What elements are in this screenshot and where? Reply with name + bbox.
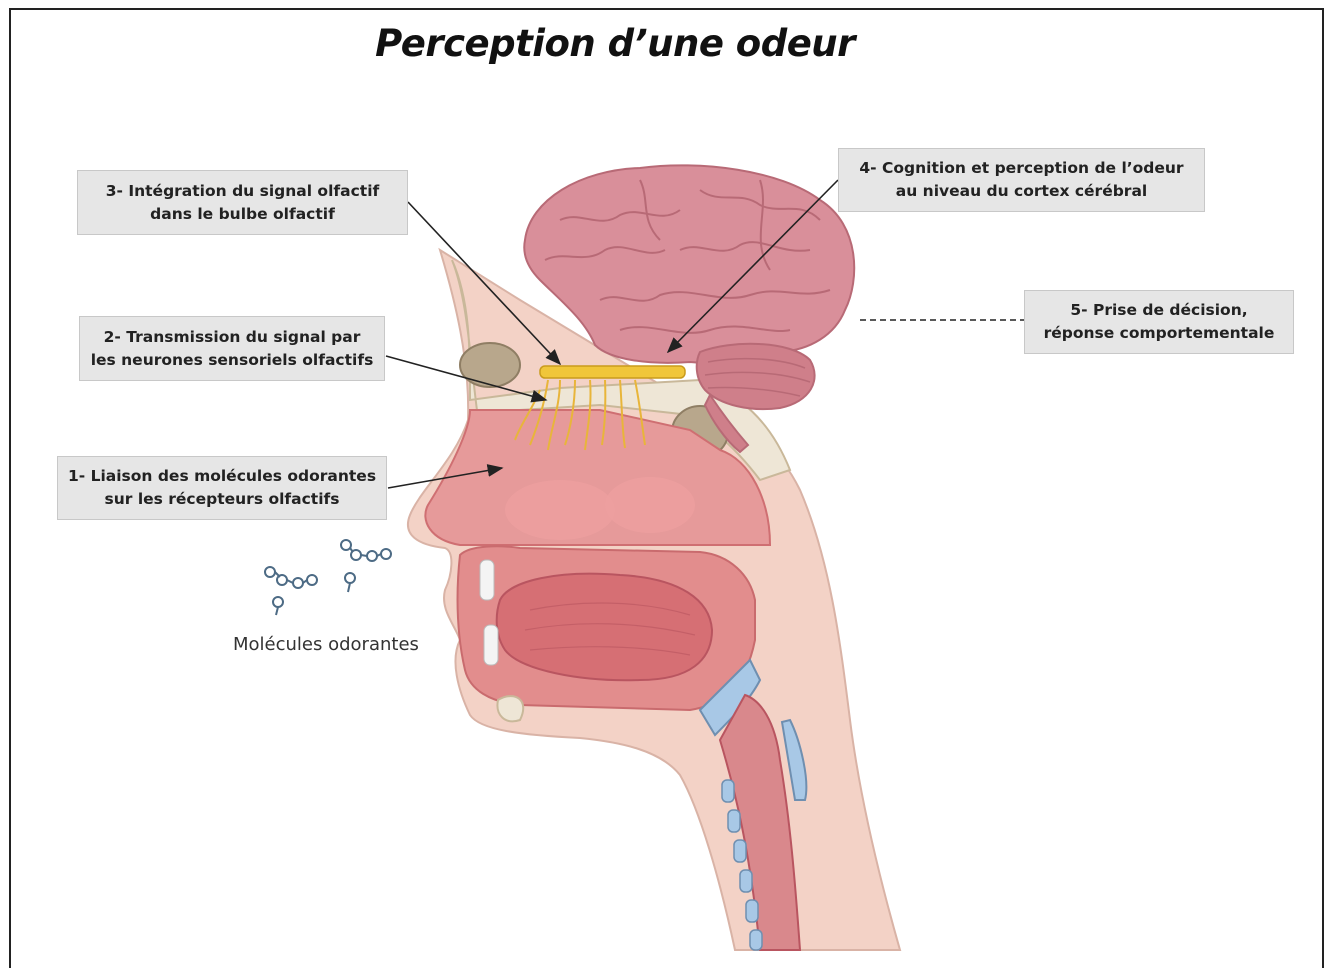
page-title: Perception d’une odeur: [0, 22, 1230, 65]
label-step-4-line2: au niveau du cortex cérébral: [896, 180, 1147, 203]
label-step-5-line2: réponse comportementale: [1044, 322, 1275, 345]
label-step-2: 2- Transmission du signal par les neuron…: [79, 316, 385, 381]
odorant-molecules: [265, 540, 391, 615]
label-step-5: 5- Prise de décision, réponse comporteme…: [1024, 290, 1294, 354]
label-step-1-line2: sur les récepteurs olfactifs: [105, 488, 340, 511]
olfactory-bulb: [540, 366, 685, 378]
label-step-3-line2: dans le bulbe olfactif: [150, 203, 335, 226]
label-step-4: 4- Cognition et perception de l’odeur au…: [838, 148, 1205, 212]
label-step-2-line1: 2- Transmission du signal par: [104, 326, 361, 349]
label-step-3-line1: 3- Intégration du signal olfactif: [106, 180, 380, 203]
label-step-4-line1: 4- Cognition et perception de l’odeur: [859, 157, 1183, 180]
label-step-1: 1- Liaison des molécules odorantes sur l…: [57, 456, 387, 520]
label-step-2-line2: les neurones sensoriels olfactifs: [91, 349, 374, 372]
label-step-5-line1: 5- Prise de décision,: [1070, 299, 1247, 322]
label-step-3: 3- Intégration du signal olfactif dans l…: [77, 170, 408, 235]
molecules-caption: Molécules odorantes: [233, 634, 419, 655]
label-step-1-line1: 1- Liaison des molécules odorantes: [68, 465, 376, 488]
oral-cavity: [458, 546, 755, 721]
